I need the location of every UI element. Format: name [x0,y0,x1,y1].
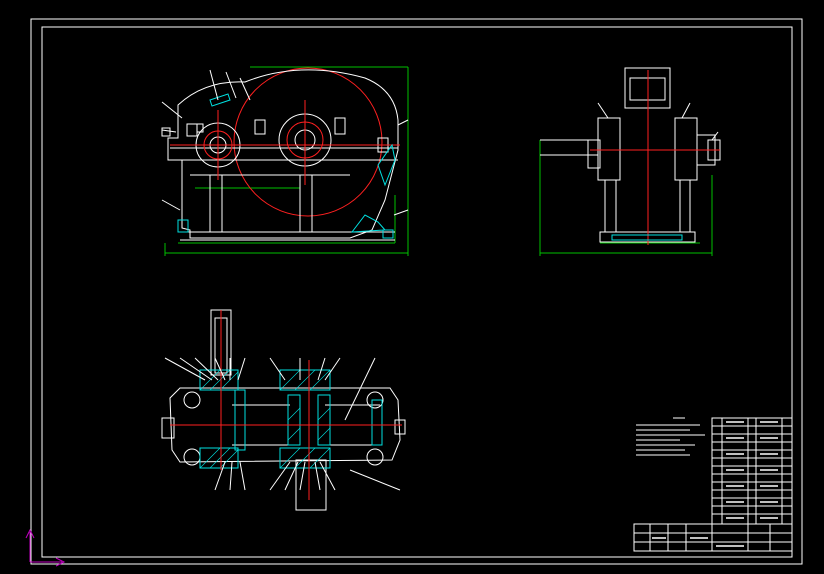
front-elevation-view [161,66,409,256]
technical-notes [636,417,705,456]
plan-section-view [161,309,406,511]
ucs-icon [25,528,66,567]
title-block [633,417,793,552]
side-elevation-view [539,67,721,256]
title-block-entries [652,421,778,547]
drawing-frame [30,18,803,565]
